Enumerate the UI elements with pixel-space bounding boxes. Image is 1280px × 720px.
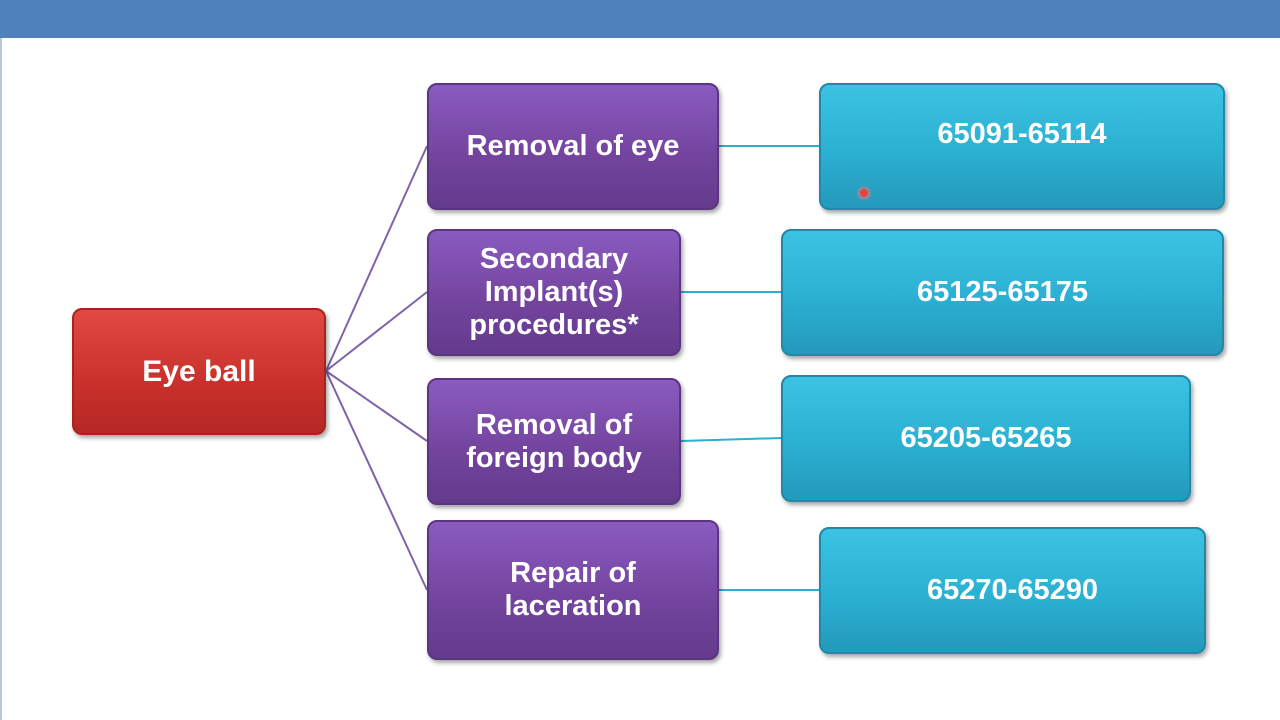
category-label-line: laceration (504, 590, 642, 622)
code-range-node-secondary-implants: 65125-65175 (781, 229, 1224, 356)
category-node-removal-of-eye: Removal of eye (427, 83, 719, 210)
code-range-label: 65205-65265 (900, 422, 1072, 454)
code-range-label: 65270-65290 (927, 574, 1098, 606)
category-node-repair-of-laceration: Repair of laceration (427, 520, 719, 660)
category-label-line: Removal of (475, 408, 633, 441)
category-label-line: Implant(s) (484, 276, 624, 308)
category-label-line: foreign body (466, 441, 642, 474)
category-label-line: Removal of eye (466, 130, 680, 162)
category-label-line: Secondary (479, 243, 629, 275)
code-range-node-repair-of-laceration: 65270-65290 (819, 527, 1206, 654)
connector-foreign-body-to-codes (680, 437, 782, 442)
category-label-line: Repair of (510, 557, 636, 589)
category-label-line: procedures* (469, 309, 639, 341)
code-range-label: 65091-65114 (937, 118, 1107, 150)
code-range-node-removal-of-eye: 65091-65114 (819, 83, 1225, 210)
header-bar (0, 0, 1280, 38)
connector-root-to-secondary-implants (325, 291, 428, 372)
laser-pointer-dot (860, 189, 868, 197)
root-node-eye-ball: Eye ball (72, 308, 326, 435)
connector-root-to-removal-of-eye (325, 145, 428, 372)
root-node-label: Eye ball (142, 354, 256, 388)
category-node-removal-of-foreign-body: Removal of foreign body (427, 378, 681, 505)
connector-root-to-repair-laceration (325, 370, 428, 591)
category-node-secondary-implants: Secondary Implant(s) procedures* (427, 229, 681, 356)
left-divider (0, 38, 2, 720)
code-range-label: 65125-65175 (917, 276, 1088, 308)
connector-root-to-foreign-body (325, 370, 428, 442)
code-range-node-removal-of-foreign-body: 65205-65265 (781, 375, 1191, 502)
